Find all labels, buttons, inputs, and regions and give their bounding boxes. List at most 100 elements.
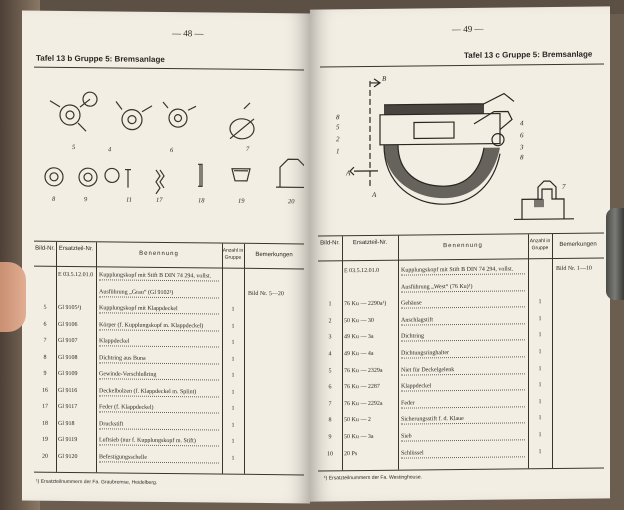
cell-bild: 3 — [328, 334, 332, 341]
figure-label: 2 — [336, 135, 340, 143]
figure-label: 3 — [519, 143, 524, 151]
column-divider — [342, 236, 343, 471]
cell-benennung: Luftsieb (nur f. Kupplungskopf m. Stift) — [99, 437, 219, 447]
pen — [606, 208, 624, 300]
cell-ersatzteil: 20 Ps — [344, 450, 358, 457]
figure-label: 7 — [562, 183, 566, 191]
figure-label: 5 — [336, 123, 340, 131]
cell-benennung: Kupplungskopf mit Stift B DIN 74 294, vo… — [401, 266, 525, 276]
figure-label: 8 — [52, 196, 56, 203]
cell-anzahl: 1 — [231, 389, 235, 396]
cell-bild: 9 — [328, 434, 332, 441]
cell-ersatzteil: E 03.5.12.01.0 — [344, 267, 380, 275]
cell-ersatzteil: Gl 9107 — [58, 337, 78, 345]
cell-bemerkungen — [248, 274, 304, 275]
column-header-benennung: Benennung — [139, 250, 179, 258]
cell-bild: 4 — [328, 351, 332, 358]
cell-ersatzteil: 49 Ku — 3a — [344, 334, 374, 341]
page-header: Tafel 13 b Gruppe 5: Bremsanlage — [36, 53, 165, 64]
column-header-bild: Bild-Nr. — [35, 245, 55, 252]
table-body: E 03.5.12.01.0 Kupplungskopf mit Stift B … — [318, 233, 604, 459]
cell-benennung: Druckstift — [99, 420, 219, 431]
column-header-benennung: Benennung — [443, 242, 483, 250]
column-header-ersatzteil: Ersatzteil-Nr. — [58, 245, 94, 253]
column-header-anzahl: Anzahl in Gruppe — [529, 238, 551, 252]
cell-benennung: Körper (f. Kupplungskopf m. Klappdeckel) — [99, 321, 219, 332]
cell-anzahl: 1 — [538, 349, 542, 356]
cell-benennung: Dichtring — [401, 332, 525, 343]
figure-label: 18 — [198, 197, 205, 204]
cell-ersatzteil: 50 Ku — 30 — [344, 317, 374, 325]
cell-anzahl: 1 — [231, 323, 235, 330]
cell-bild: 6 — [328, 384, 332, 391]
cell-bemerkungen — [248, 406, 304, 407]
cell-anzahl: 1 — [538, 315, 542, 322]
cell-benennung: Niet für Deckelgelenk — [401, 365, 525, 376]
figure-label: 17 — [156, 197, 163, 204]
column-header-bemerkungen: Bemerkungen — [559, 241, 597, 248]
cell-benennung: Befestigungsschelle — [99, 453, 219, 464]
cell-benennung: Sicherungsstift f. d. Klaue — [401, 415, 525, 426]
column-divider — [96, 242, 97, 473]
header-rule — [320, 63, 604, 68]
cell-ersatzteil: Gl 9120 — [58, 453, 78, 460]
cell-bild: 7 — [43, 337, 47, 344]
figure-label: 1 — [336, 147, 339, 155]
cell-anzahl: 1 — [231, 356, 235, 363]
cell-anzahl: 1 — [231, 306, 235, 313]
cell-bemerkungen — [248, 323, 304, 324]
cell-ersatzteil: E 03.5.12.01.0 — [58, 271, 94, 279]
cell-bild: 9 — [43, 370, 47, 377]
cell-bild: 19 — [42, 436, 48, 443]
column-divider — [552, 234, 553, 469]
cell-bemerkungen: Bild Nr. 5—20 — [248, 290, 284, 297]
cell-ersatzteil: Gl 9106 — [58, 321, 78, 328]
cell-ersatzteil: 49 Ku — 4a — [344, 350, 374, 358]
cell-anzahl: 1 — [538, 299, 542, 306]
figure-label: 5 — [72, 144, 76, 151]
cell-ersatzteil — [344, 284, 398, 285]
cell-ersatzteil: Gl 9109 — [58, 370, 78, 378]
figure-label: 6 — [170, 147, 174, 154]
cell-bild: 5 — [43, 304, 47, 311]
cell-bemerkungen — [556, 431, 604, 432]
parts-drawing: 4 5 6 7 8 9 11 17 18 19 20 — [44, 91, 304, 205]
column-header-anzahl: Anzahl in Gruppe — [222, 247, 244, 261]
cell-bemerkungen — [556, 448, 604, 449]
parts-table: Bild-Nr. Ersatzteil-Nr. Benennung Anzahl… — [318, 232, 604, 472]
cell-benennung: Deckelbolzen (f. Klappdeckel m. Splint) — [99, 387, 219, 398]
cell-benennung: Gehäuse — [401, 299, 525, 309]
footnote: ¹) Ersatzteilnummern der Fa. Westinghous… — [324, 474, 423, 482]
figure-label: 20 — [288, 198, 295, 205]
cell-benennung: Ausführung „Grau“ (Gl 9102¹) — [99, 288, 219, 299]
cell-anzahl: 1 — [231, 339, 235, 346]
cell-bild: 18 — [42, 420, 48, 427]
figure-label: 4 — [108, 146, 112, 153]
figure-label: 19 — [238, 198, 245, 205]
cell-benennung: Klappdeckel — [99, 338, 219, 348]
footnote: ¹) Ersatzteilnummern der Fa. Graubremse,… — [36, 478, 158, 486]
figure-label: 11 — [126, 197, 132, 204]
cell-bemerkungen — [248, 340, 304, 341]
cell-bild: 20 — [42, 453, 48, 460]
cell-bemerkungen — [556, 332, 604, 333]
cell-bild: 1 — [328, 301, 332, 308]
cell-benennung: Dichtungsringhalter — [401, 349, 525, 359]
cell-bemerkungen: Bild Nr. 1—10 — [556, 265, 592, 272]
cell-anzahl: 1 — [538, 382, 542, 389]
cell-ersatzteil: Gl 918 — [58, 420, 75, 427]
cell-benennung: Kupplungskopf mit Klappdeckel — [99, 305, 219, 315]
cell-benennung: Dichtring aus Buna — [99, 354, 219, 365]
column-header-ersatzteil: Ersatzteil-Nr. — [352, 239, 388, 247]
cell-bild: 7 — [328, 401, 332, 408]
cell-bild: 5 — [328, 367, 332, 374]
cell-bild: 6 — [43, 321, 47, 328]
cell-anzahl: 1 — [231, 405, 235, 412]
cell-anzahl: 1 — [538, 365, 542, 372]
cell-bild: 16 — [42, 387, 48, 394]
cell-benennung: Klappdeckel — [401, 382, 525, 392]
figure-label: A — [345, 169, 351, 177]
cell-bild: 10 — [327, 450, 333, 457]
parts-table: Bild-Nr. Ersatzteil-Nr. Benennung Anzahl… — [34, 240, 304, 476]
